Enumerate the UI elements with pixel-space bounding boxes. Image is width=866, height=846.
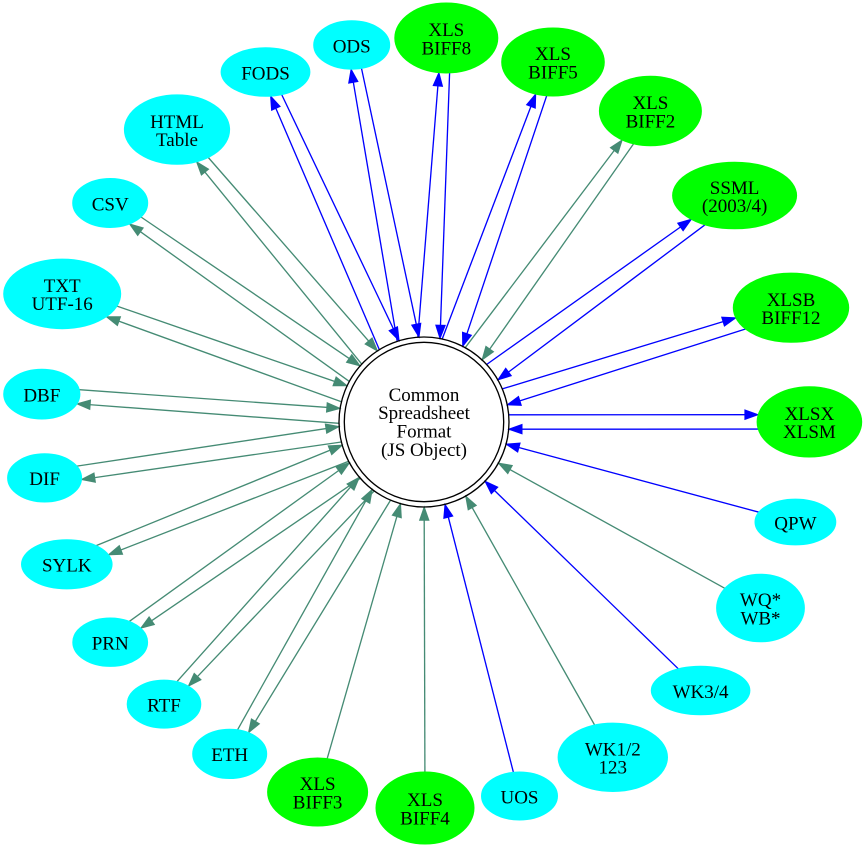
svg-text:BIFF4: BIFF4 bbox=[400, 808, 450, 829]
svg-text:123: 123 bbox=[599, 758, 628, 779]
svg-text:QPW: QPW bbox=[774, 513, 816, 534]
svg-text:BIFF5: BIFF5 bbox=[528, 62, 578, 83]
svg-text:BIFF8: BIFF8 bbox=[421, 38, 471, 59]
svg-text:XLSB: XLSB bbox=[767, 290, 816, 311]
svg-text:HTML: HTML bbox=[150, 112, 204, 133]
svg-text:XLS: XLS bbox=[535, 44, 571, 65]
svg-text:TXT: TXT bbox=[44, 276, 81, 297]
svg-text:XLS: XLS bbox=[407, 790, 443, 811]
svg-text:(JS Object): (JS Object) bbox=[381, 440, 467, 461]
svg-text:BIFF12: BIFF12 bbox=[761, 308, 820, 329]
svg-text:DIF: DIF bbox=[29, 469, 60, 490]
svg-text:Common: Common bbox=[389, 385, 460, 406]
svg-text:UTF-16: UTF-16 bbox=[32, 294, 93, 315]
svg-text:BIFF3: BIFF3 bbox=[293, 792, 343, 813]
svg-text:ETH: ETH bbox=[211, 745, 248, 766]
svg-text:WK1/2: WK1/2 bbox=[585, 740, 641, 761]
svg-text:FODS: FODS bbox=[241, 63, 290, 84]
svg-text:SSML: SSML bbox=[710, 178, 760, 199]
svg-text:BIFF2: BIFF2 bbox=[626, 111, 676, 132]
svg-text:SYLK: SYLK bbox=[42, 556, 92, 577]
svg-text:RTF: RTF bbox=[147, 695, 181, 716]
svg-text:XLS: XLS bbox=[300, 774, 336, 795]
svg-text:XLSM: XLSM bbox=[783, 422, 836, 443]
svg-text:WB*: WB* bbox=[740, 608, 780, 629]
svg-text:XLSX: XLSX bbox=[785, 404, 835, 425]
svg-text:Table: Table bbox=[156, 130, 198, 151]
svg-text:DBF: DBF bbox=[23, 385, 60, 406]
svg-text:PRN: PRN bbox=[92, 634, 129, 655]
svg-text:XLS: XLS bbox=[632, 93, 668, 114]
svg-text:(2003/4): (2003/4) bbox=[702, 196, 767, 217]
svg-text:XLS: XLS bbox=[428, 20, 464, 41]
svg-text:CSV: CSV bbox=[92, 194, 129, 215]
svg-text:Format: Format bbox=[397, 421, 453, 442]
svg-text:WQ*: WQ* bbox=[740, 590, 781, 611]
svg-text:WK3/4: WK3/4 bbox=[673, 682, 729, 703]
svg-text:Spreadsheet: Spreadsheet bbox=[378, 403, 471, 424]
svg-text:UOS: UOS bbox=[500, 787, 538, 808]
svg-text:ODS: ODS bbox=[333, 36, 371, 57]
